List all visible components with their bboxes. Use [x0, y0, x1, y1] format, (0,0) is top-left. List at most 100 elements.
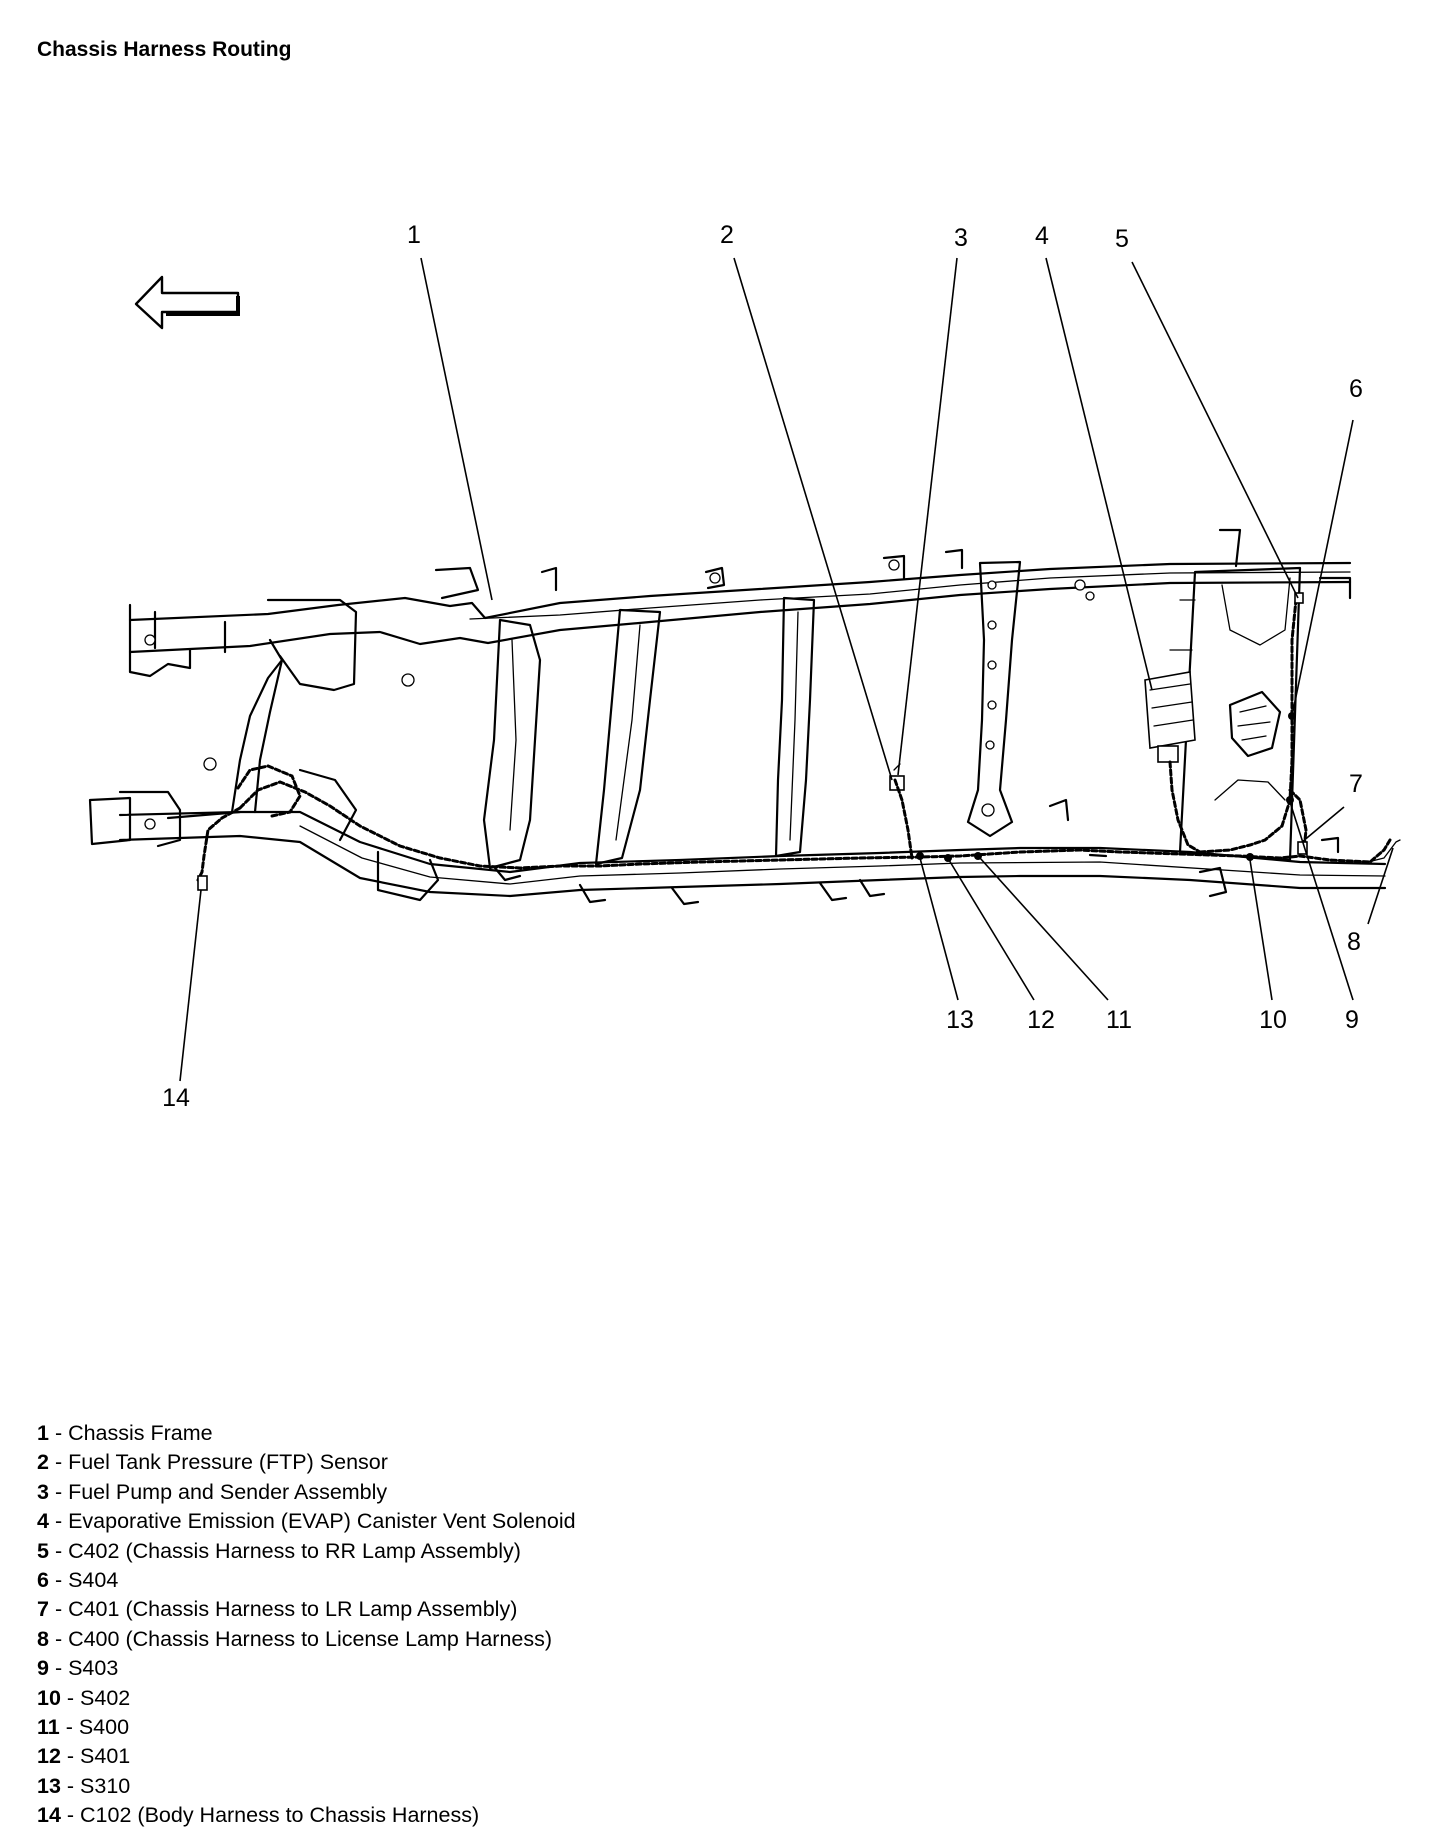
- crossmember-2: [594, 608, 662, 866]
- legend-number: 1: [37, 1421, 49, 1445]
- legend-description: C402 (Chassis Harness to RR Lamp Assembl…: [68, 1538, 521, 1563]
- legend-item: 11 - S400: [37, 1713, 576, 1742]
- legend-description: S400: [78, 1715, 130, 1740]
- legend-description: C102 (Body Harness to Chassis Harness): [80, 1803, 480, 1828]
- legend-separator: -: [48, 1421, 69, 1445]
- legend-number: 14: [37, 1803, 61, 1828]
- harness-front-branch: [196, 806, 242, 882]
- legend-item: 9 - S403: [37, 1654, 576, 1683]
- leader-3: [897, 257, 958, 776]
- legend-number: 11: [37, 1715, 60, 1740]
- legend-separator: -: [60, 1685, 81, 1710]
- legend-separator: -: [48, 1479, 69, 1504]
- legend-separator: -: [48, 1656, 69, 1681]
- crossmember-3: [774, 596, 816, 858]
- legend-item: 6 - S404: [37, 1566, 576, 1595]
- legend-item: 8 - C400 (Chassis Harness to License Lam…: [37, 1625, 576, 1654]
- legend-item: 4 - Evaporative Emission (EVAP) Canister…: [37, 1507, 576, 1536]
- leader-4: [1045, 257, 1153, 691]
- legend-separator: -: [48, 1626, 69, 1651]
- crossmember-4: [966, 560, 1022, 838]
- legend-separator: -: [48, 1509, 69, 1534]
- legend: 1 - Chassis Frame 2 - Fuel Tank Pressure…: [37, 1419, 576, 1831]
- callout-10: 10: [1259, 1006, 1287, 1034]
- leader-14: [179, 889, 202, 1082]
- callout-6: 6: [1349, 375, 1363, 403]
- callout-4: 4: [1035, 222, 1049, 250]
- spare-tire-bracket: [1228, 690, 1282, 758]
- page-title: Chassis Harness Routing: [37, 38, 292, 61]
- legend-description: C401 (Chassis Harness to LR Lamp Assembl…: [68, 1597, 518, 1622]
- callout-13: 13: [946, 1006, 974, 1034]
- callout-9: 9: [1345, 1006, 1359, 1034]
- legend-number: 8: [37, 1626, 49, 1651]
- legend-item: 10 - S402: [37, 1684, 576, 1713]
- leader-8: [1367, 847, 1394, 925]
- legend-item: 1 - Chassis Frame: [37, 1419, 576, 1448]
- legend-number: 3: [37, 1479, 49, 1504]
- lower-frame-rail-lower-edge: [118, 834, 1387, 898]
- legend-description: Evaporative Emission (EVAP) Canister Ven…: [68, 1509, 576, 1534]
- leader-11: [979, 857, 1109, 1001]
- legend-item: 14 - C102 (Body Harness to Chassis Harne…: [37, 1801, 576, 1830]
- legend-description: S310: [80, 1773, 131, 1798]
- leader-lines: [179, 257, 1394, 1082]
- leader-9: [1289, 801, 1354, 1001]
- legend-number: 6: [37, 1568, 49, 1593]
- legend-separator: -: [59, 1715, 79, 1740]
- callout-5: 5: [1115, 225, 1129, 253]
- legend-item: 5 - C402 (Chassis Harness to RR Lamp Ass…: [37, 1537, 576, 1566]
- callout-11: 11: [1106, 1006, 1132, 1034]
- legend-description: S404: [68, 1568, 119, 1593]
- upper-frame-rail-lower-edge: [128, 580, 1352, 654]
- callout-3: 3: [954, 224, 968, 252]
- lower-frame-rail: [118, 810, 1387, 874]
- legend-number: 12: [37, 1744, 61, 1769]
- callout-7: 7: [1349, 770, 1363, 798]
- legend-description: Chassis Frame: [68, 1421, 213, 1445]
- harness-ftp-branch: [893, 778, 914, 860]
- leader-13: [919, 857, 959, 1001]
- legend-separator: -: [60, 1803, 81, 1828]
- harness-rear-branch: [1198, 598, 1298, 854]
- legend-number: 2: [37, 1450, 49, 1475]
- leader-5: [1131, 261, 1299, 599]
- legend-number: 9: [37, 1656, 49, 1681]
- chassis-frame: [88, 528, 1387, 906]
- legend-number: 7: [37, 1597, 49, 1622]
- legend-separator: -: [48, 1450, 69, 1475]
- legend-description: S401: [80, 1744, 131, 1769]
- chassis-harness: [196, 592, 1401, 891]
- legend-description: C400 (Chassis Harness to License Lamp Ha…: [68, 1626, 553, 1651]
- evap-canister-vent-solenoid: [1144, 671, 1196, 763]
- legend-separator: -: [60, 1773, 81, 1798]
- legend-item: 2 - Fuel Tank Pressure (FTP) Sensor: [37, 1448, 576, 1477]
- legend-number: 5: [37, 1538, 49, 1563]
- legend-item: 12 - S401: [37, 1742, 576, 1771]
- callout-2: 2: [720, 221, 734, 249]
- harness-evap-branch: [1168, 760, 1202, 854]
- legend-item: 7 - C401 (Chassis Harness to LR Lamp Ass…: [37, 1595, 576, 1624]
- legend-description: Fuel Tank Pressure (FTP) Sensor: [68, 1450, 388, 1475]
- legend-separator: -: [48, 1538, 69, 1563]
- leader-7: [1301, 806, 1345, 843]
- callout-8: 8: [1347, 928, 1361, 956]
- legend-description: Fuel Pump and Sender Assembly: [68, 1479, 388, 1504]
- rear-crossmember: [1178, 566, 1302, 862]
- legend-number: 4: [37, 1509, 49, 1534]
- legend-separator: -: [48, 1597, 69, 1622]
- legend-separator: -: [60, 1744, 81, 1769]
- legend-number: 13: [37, 1773, 61, 1798]
- harness-main-run: [238, 780, 1392, 870]
- callout-labels: 1 2 3 4 5 6 7 8 9 10 11 12 13 14: [162, 221, 1363, 1112]
- legend-item: 3 - Fuel Pump and Sender Assembly: [37, 1478, 576, 1507]
- callout-1: 1: [407, 221, 421, 249]
- legend-description: S403: [68, 1656, 119, 1681]
- legend-number: 10: [37, 1685, 61, 1710]
- leader-6: [1291, 419, 1354, 717]
- crossmember-1: [482, 618, 542, 870]
- left-arrow-icon: [134, 275, 240, 330]
- callout-12: 12: [1027, 1006, 1055, 1034]
- leader-1: [420, 257, 493, 601]
